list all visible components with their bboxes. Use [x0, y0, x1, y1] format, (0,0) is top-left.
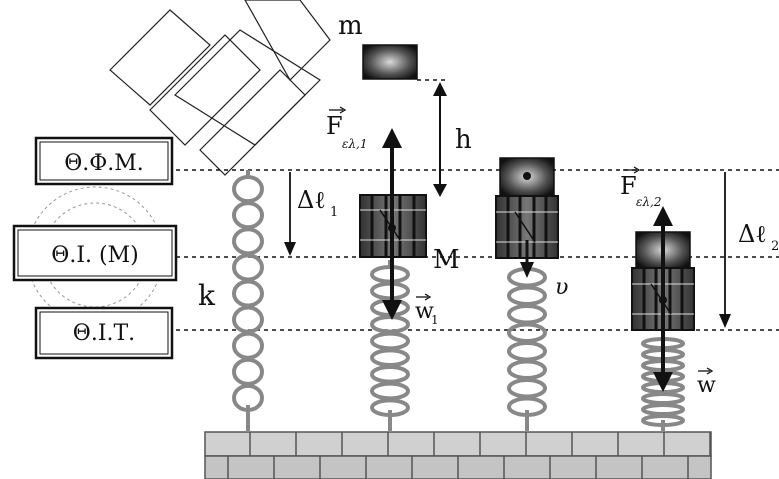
- spring-coil: [641, 392, 685, 405]
- force-1-label: F: [326, 112, 343, 140]
- force-label-1: F ελ,1: [326, 106, 368, 151]
- delta-l1-label-group: Δℓ 1: [297, 186, 338, 220]
- initial-equilibrium-label: Θ.Ι. (Μ): [51, 243, 138, 268]
- weight-1-sub: 1: [431, 313, 439, 327]
- spring-coil: [641, 403, 685, 416]
- natural-length-label: Θ.Φ.Μ.: [64, 151, 144, 176]
- velocity-arrow: υ: [520, 240, 568, 300]
- height-arrow: [433, 82, 447, 197]
- height-label: h: [455, 125, 472, 155]
- watermark-outline: [109, 0, 331, 176]
- spring-coil: [232, 279, 264, 308]
- force-2-sub: ελ,2: [636, 195, 662, 209]
- spring-coil: [370, 381, 410, 401]
- spring-coil: [232, 253, 264, 282]
- spring-coil: [507, 359, 547, 380]
- spring-coil: [370, 365, 410, 384]
- new-equilibrium-label: Θ.Ι.Τ.: [73, 321, 135, 346]
- spring-coil: [507, 304, 547, 325]
- level-box-new: Θ.Ι.Τ.: [34, 306, 174, 360]
- spring-coil: [232, 227, 264, 256]
- spring-coil: [507, 378, 547, 399]
- delta-l1-sub: 1: [330, 205, 338, 220]
- small-mass-m: m: [338, 11, 418, 80]
- spring-coil: [370, 315, 410, 334]
- delta-l1-arrow: [284, 172, 296, 256]
- spring-collision: [507, 262, 547, 432]
- delta-l2-sub: 2: [771, 239, 779, 254]
- ground-wall: [204, 431, 712, 479]
- weight-label-2: w: [697, 367, 716, 398]
- spring-coil: [232, 305, 264, 334]
- delta-l2-arrow: [719, 172, 731, 328]
- spring-coil: [232, 331, 264, 360]
- delta-l2-label: Δℓ: [738, 220, 767, 248]
- force-label-2: F ελ,2: [620, 166, 662, 209]
- spring-constant-label: k: [198, 279, 216, 312]
- weight-label-1: w 1: [415, 293, 439, 327]
- level-box-equilibrium: Θ.Ι. (Μ): [12, 186, 178, 324]
- delta-l2-label-group: Δℓ 2: [738, 220, 779, 254]
- force-1-sub: ελ,1: [342, 137, 368, 151]
- spring-coil: [232, 175, 264, 204]
- force-arrows-1: [382, 128, 402, 320]
- delta-l1-label: Δℓ: [297, 186, 326, 214]
- spring-coil: [232, 357, 264, 386]
- spring-coil: [370, 331, 410, 351]
- force-2-label: F: [620, 172, 637, 200]
- weight-1-label: w: [415, 299, 434, 324]
- spring-coil: [370, 348, 410, 367]
- spring-coil: [507, 285, 547, 306]
- block-M-label: M: [433, 245, 460, 275]
- spring-natural: [232, 170, 264, 432]
- weight-label: w: [697, 373, 716, 398]
- spring-coil: [507, 341, 547, 362]
- spring-coil: [507, 322, 547, 343]
- force-arrows-2: [653, 206, 673, 392]
- spring-coil: [232, 201, 264, 230]
- velocity-label: υ: [555, 275, 568, 300]
- mass-m-label: m: [338, 11, 363, 41]
- level-box-natural: Θ.Φ.Μ.: [34, 136, 174, 186]
